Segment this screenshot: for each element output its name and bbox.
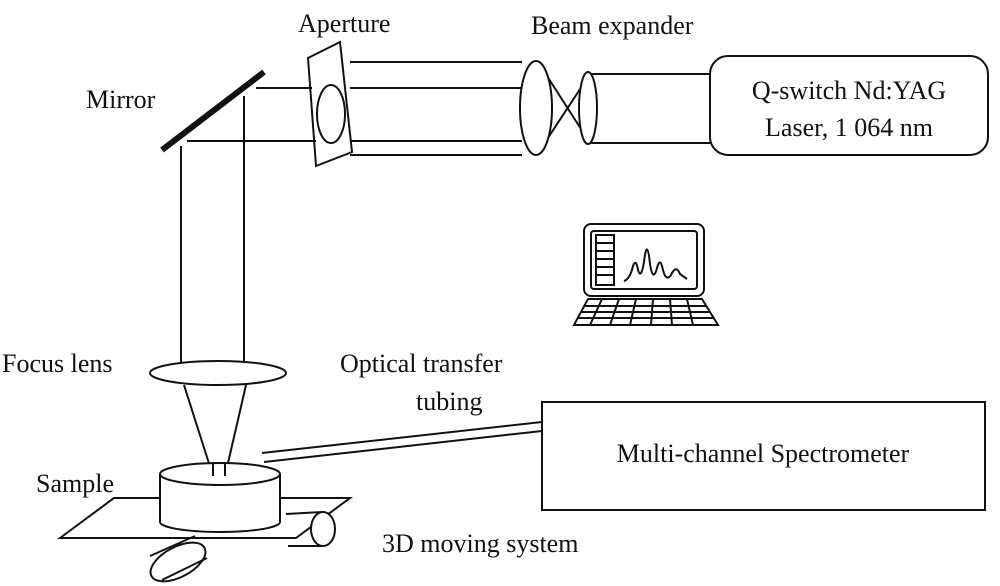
tubing-top bbox=[261, 421, 543, 454]
spectrometer-box bbox=[541, 401, 986, 511]
laser-label-line2: Laser, 1 064 nm bbox=[765, 113, 933, 142]
stage-roller-right-body bbox=[285, 511, 323, 547]
focus-lens-label: Focus lens bbox=[2, 349, 113, 378]
focus-cone-right bbox=[224, 384, 247, 477]
spectrometer-label: Multi-channel Spectrometer bbox=[617, 439, 910, 468]
aperture-hole bbox=[316, 84, 346, 144]
stage-roller-left-body bbox=[149, 535, 208, 581]
mirror bbox=[160, 69, 266, 153]
focus-cone-left bbox=[183, 384, 214, 477]
laser-label-line1: Q-switch Nd:YAG bbox=[752, 76, 946, 105]
laptop-with-spectrum-icon bbox=[572, 223, 720, 326]
sample-bottom bbox=[159, 521, 281, 533]
stage-roller-left bbox=[149, 541, 207, 583]
optical-transfer-label-line2: tubing bbox=[416, 387, 482, 416]
tubing-bottom bbox=[263, 430, 543, 463]
stage-roller-right bbox=[310, 511, 336, 547]
expander-lens-right bbox=[578, 71, 598, 145]
sample-label: Sample bbox=[36, 469, 114, 498]
mirror-label: Mirror bbox=[86, 85, 156, 114]
aperture-label: Aperture bbox=[298, 9, 390, 38]
moving-system-label: 3D moving system bbox=[382, 529, 578, 558]
focus-lens bbox=[149, 360, 287, 386]
optical-transfer-label-line1: Optical transfer bbox=[340, 349, 503, 378]
beam-expander-label: Beam expander bbox=[531, 11, 694, 40]
laser-box bbox=[709, 55, 989, 156]
sample-top bbox=[159, 462, 281, 486]
expander-lens-left bbox=[519, 60, 553, 156]
